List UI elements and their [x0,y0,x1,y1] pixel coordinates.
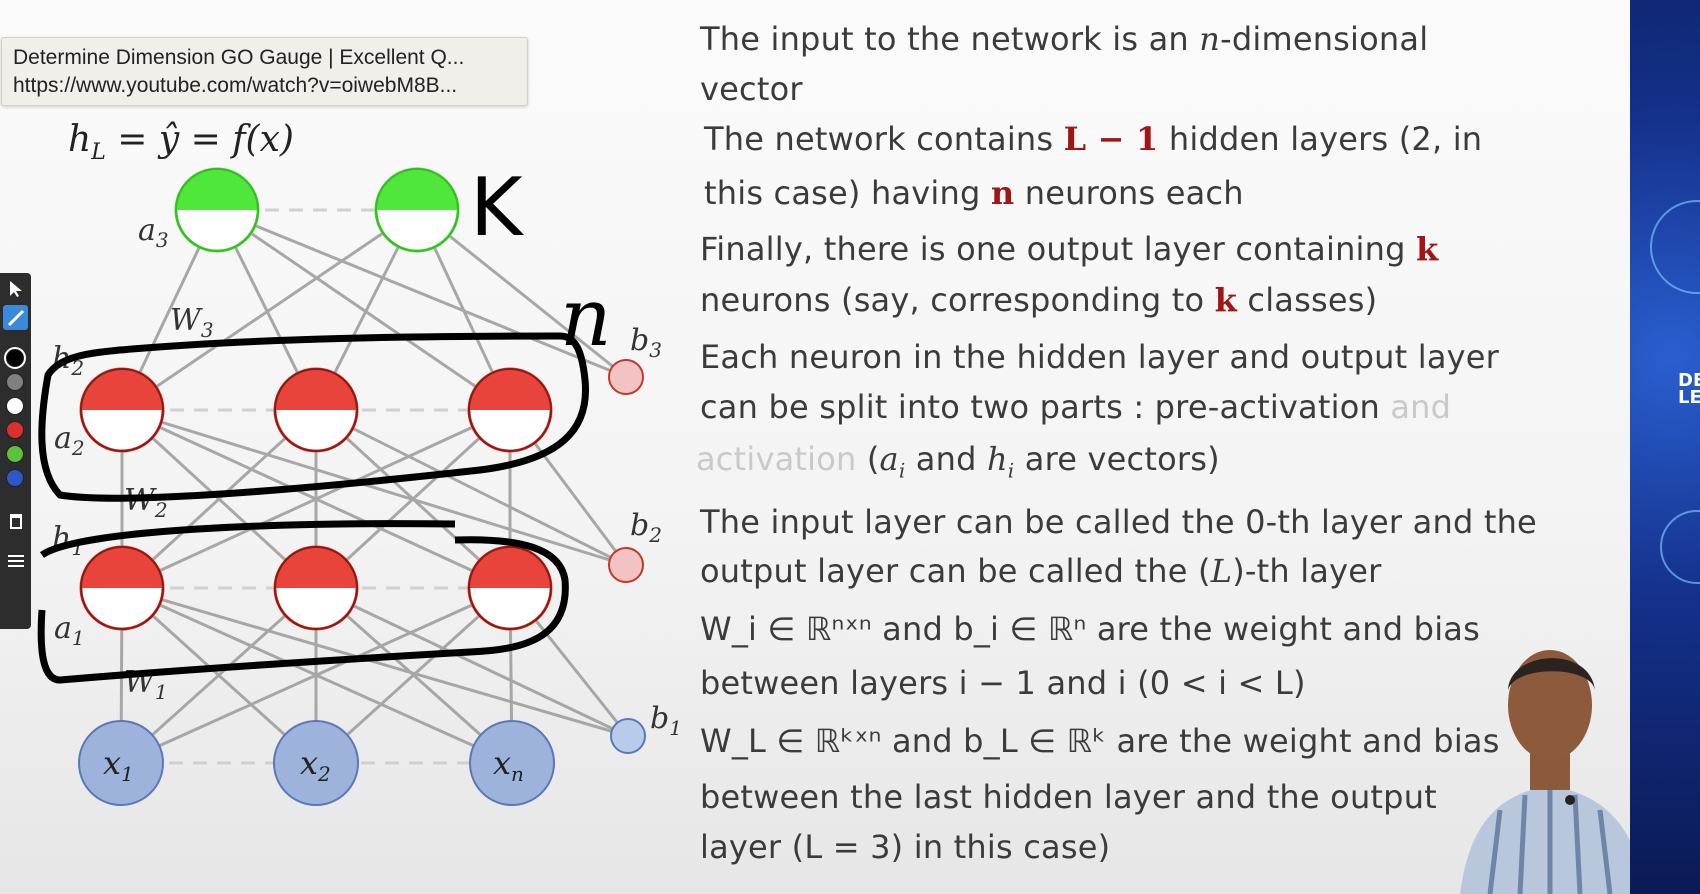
lecture-slide: hL = ŷ = f(x) a3 W3 h2 a2 W2 h1 a1 W1 b3… [0,20,1645,894]
channel-branding-panel [1630,0,1700,894]
bullet-5-line-2: output layer can be called the (L)-th la… [700,552,1382,590]
input-neuron [78,720,164,806]
bullet-2-line-1: The network contains L − 1 hidden layers… [704,120,1483,158]
weight-edge [121,408,511,590]
trash-icon[interactable] [3,508,28,533]
input-neuron [273,720,359,806]
presenter-video [1460,650,1645,894]
output-equation: hL = ŷ = f(x) [68,119,294,165]
color-swatch-blue[interactable] [6,469,24,487]
weight-edge [121,208,418,412]
cursor-icon[interactable] [3,276,28,301]
bias-node-b3 [608,359,644,395]
label-a3: a3 [138,213,169,252]
hidden-neuron-layer-1 [273,545,359,631]
handwritten-box-hidden-2 [38,332,590,502]
menu-icon[interactable] [3,548,28,573]
hidden-neuron-layer-1 [79,545,165,631]
handwritten-n: n [560,271,612,364]
pen-icon[interactable] [3,305,28,330]
bias-node-b1 [610,718,646,754]
annotation-toolbar [0,273,31,629]
output-neuron [374,167,460,253]
link-tooltip[interactable]: Determine Dimension GO Gauge | Excellent… [1,37,528,106]
bullet-7-line-2: between the last hidden layer and the ou… [700,778,1437,816]
bullet-6-line-1: W_i ∈ ℝⁿˣⁿ and b_i ∈ ℝⁿ are the weight a… [700,610,1480,648]
label-w2: W2 [124,483,168,522]
hidden-neuron-layer-2 [79,367,165,453]
handwritten-k: K [470,161,525,254]
weight-edge [216,208,511,412]
weight-edge [315,586,513,765]
color-swatch-green[interactable] [6,445,24,463]
input-label-x2: x2 [300,744,331,786]
label-w3: W3 [170,303,214,342]
bias-edge [121,408,627,567]
label-a2: a2 [54,421,85,460]
bullet-3-line-1: Finally, there is one output layer conta… [700,230,1439,268]
bullet-2-line-2: this case) having n neurons each [704,174,1244,212]
bias-edge [216,208,627,379]
weight-edge [120,586,318,765]
color-swatch-gray[interactable] [6,373,24,391]
bias-edge [315,586,629,738]
bullet-4-line-3: activation (ai and hi are vectors) [696,440,1220,483]
color-swatch-red[interactable] [6,421,24,439]
tooltip-title: Determine Dimension GO Gauge | Excellent… [13,46,465,69]
label-b3: b3 [630,323,662,362]
color-swatch-black[interactable] [6,349,24,367]
bullet-3-line-2: neurons (say, corresponding to k classes… [700,281,1378,319]
output-neuron [174,167,260,253]
hidden-neuron-layer-2 [273,367,359,453]
input-label-xn: xn [493,744,524,786]
label-a1: a1 [54,611,85,650]
bullet-1-line-1: The input to the network is an n-dimensi… [700,20,1429,58]
tooltip-url: https://www.youtube.com/watch?v=oiwebM8B… [13,74,458,97]
weight-edge [121,586,513,765]
neural-network-diagram: hL = ŷ = f(x) a3 W3 h2 a2 W2 h1 a1 W1 b3… [37,119,682,806]
bullet-5-line-1: The input layer can be called the 0-th l… [700,503,1537,541]
branding-text: DELEAR [1678,370,1700,408]
bullet-6-line-2: between layers i − 1 and i (0 < i < L) [700,664,1306,702]
bullet-4-line-1: Each neuron in the hidden layer and outp… [700,338,1500,376]
bullet-1-line-2: vector [700,70,803,108]
input-neuron [469,720,555,806]
hidden-neuron-layer-1 [467,545,553,631]
hidden-neuron-layer-2 [467,367,553,453]
color-swatch-white[interactable] [6,397,24,415]
label-b1: b1 [650,701,682,740]
bias-edge [315,408,627,567]
label-b2: b2 [630,508,662,547]
input-label-x1: x1 [103,744,134,786]
bias-edge [416,208,627,379]
bias-node-b2 [608,547,644,583]
bullet-7-line-3: layer (L = 3) in this case) [700,828,1111,866]
bias-edge [121,586,629,738]
weight-edge [120,408,318,590]
bullet-7-line-1: W_L ∈ ℝᵏˣⁿ and b_L ∈ ℝᵏ are the weight a… [700,722,1500,760]
bullet-4-line-2: can be split into two parts : pre-activa… [700,388,1452,426]
handwritten-box-hidden-1 [37,520,569,684]
